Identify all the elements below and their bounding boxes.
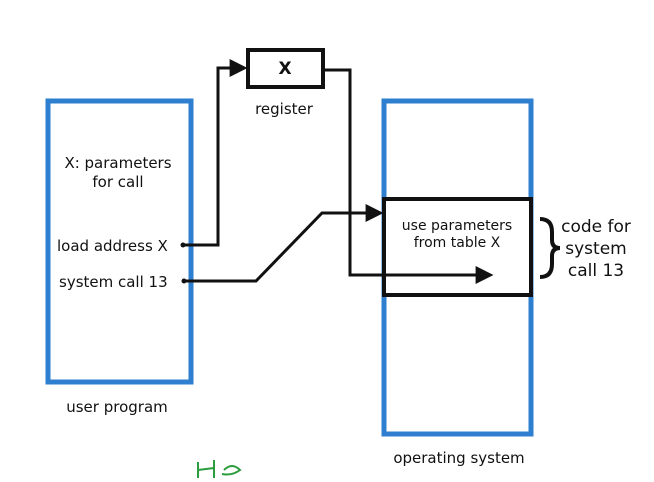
- load-to-register-arrow: [182, 59, 248, 247]
- os-code-line1: use parameters: [402, 218, 512, 234]
- code-note-line1: code for: [561, 217, 631, 237]
- system-call-label: system call 13: [59, 273, 168, 291]
- code-note-line2: system: [565, 239, 626, 259]
- register-value: X: [278, 59, 291, 79]
- code-brace: [539, 217, 561, 279]
- load-address-label: load address X: [57, 237, 168, 255]
- os-code-box: [382, 197, 533, 297]
- params-label-line1: X: parameters: [64, 154, 171, 172]
- syscall-to-os-arrow: [183, 204, 384, 283]
- user-program-box: [45, 98, 194, 385]
- load-connector-dot: [180, 242, 186, 248]
- register-to-os-arrow: [323, 68, 494, 284]
- operating-system-caption: operating system: [393, 449, 524, 467]
- register-box: [246, 48, 325, 89]
- user-program-caption: user program: [66, 398, 168, 416]
- os-code-line2: from table X: [414, 235, 501, 251]
- register-caption: register: [255, 100, 314, 118]
- params-label-line2: for call: [92, 173, 143, 191]
- handwriting-mark: [197, 460, 242, 478]
- code-note-line3: call 13: [568, 261, 624, 281]
- syscall-connector-dot: [181, 278, 187, 284]
